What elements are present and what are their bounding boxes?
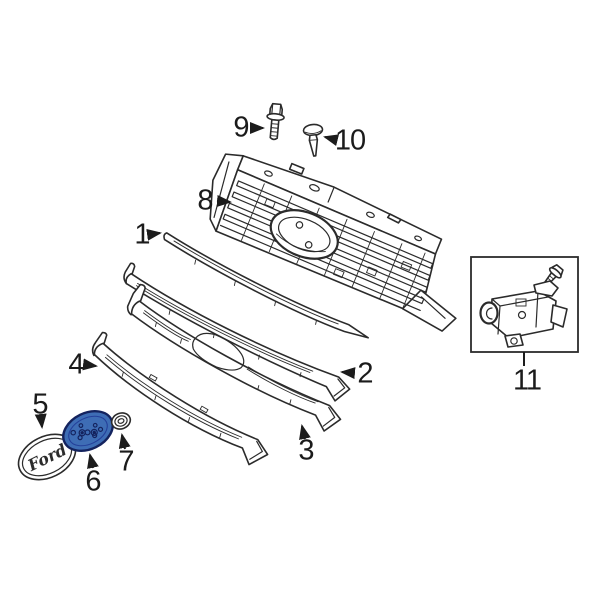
callout-11[interactable]: 11 [512, 364, 542, 397]
callout-8-arrow [216, 195, 232, 207]
callout-10-arrow [323, 134, 340, 146]
part-7-grommet[interactable] [109, 410, 132, 431]
callout-9[interactable]: 9 [233, 111, 249, 144]
grille-frame [209, 153, 457, 332]
callout-3[interactable]: 3 [298, 434, 314, 467]
callout-5-arrow [34, 413, 47, 429]
part-11-screw [543, 264, 564, 287]
callout-5[interactable]: 5 [32, 388, 48, 421]
part-6-emblem-base-highlighted[interactable] [57, 403, 120, 458]
callout-1[interactable]: 1 [134, 218, 150, 251]
strip-2-ticks [168, 309, 302, 378]
callout-6[interactable]: 6 [85, 465, 101, 498]
grille-flange-holes [264, 170, 423, 242]
callout-2[interactable]: 2 [357, 357, 373, 390]
strip-4-ticks [121, 371, 222, 438]
callout-2-arrow [340, 367, 356, 380]
strip-3-ticks [154, 322, 292, 405]
callout-3-arrow [299, 424, 311, 441]
part-3-molding[interactable] [118, 283, 352, 435]
emblem-base-holes [70, 422, 104, 441]
callout-4-arrow [82, 358, 98, 371]
part-9-bolt[interactable] [265, 102, 285, 141]
strip-1-ticks [194, 259, 317, 325]
part-11-camera-body [479, 280, 568, 348]
callout-7[interactable]: 7 [118, 445, 134, 478]
part-1-trim-strip[interactable] [158, 232, 370, 349]
callout-arrows [34, 122, 525, 470]
callout-6-arrow [87, 453, 99, 470]
part-5-ford-emblem[interactable]: Ford [11, 425, 83, 488]
callout-7-arrow [118, 433, 131, 450]
part-4-molding[interactable] [81, 331, 280, 470]
callout-10[interactable]: 10 [334, 124, 366, 157]
part-10-push-pin[interactable] [302, 123, 325, 157]
callout-4[interactable]: 4 [68, 348, 84, 381]
part-8-grille[interactable] [193, 139, 487, 335]
emblem-base-rim [68, 415, 108, 447]
part-11-sensor-assembly[interactable] [470, 256, 579, 353]
callout-8[interactable]: 8 [197, 184, 213, 217]
callout-1-arrow [146, 228, 162, 241]
grille-emblem-mount [269, 209, 339, 260]
part-2-trim-strip[interactable] [115, 262, 358, 404]
